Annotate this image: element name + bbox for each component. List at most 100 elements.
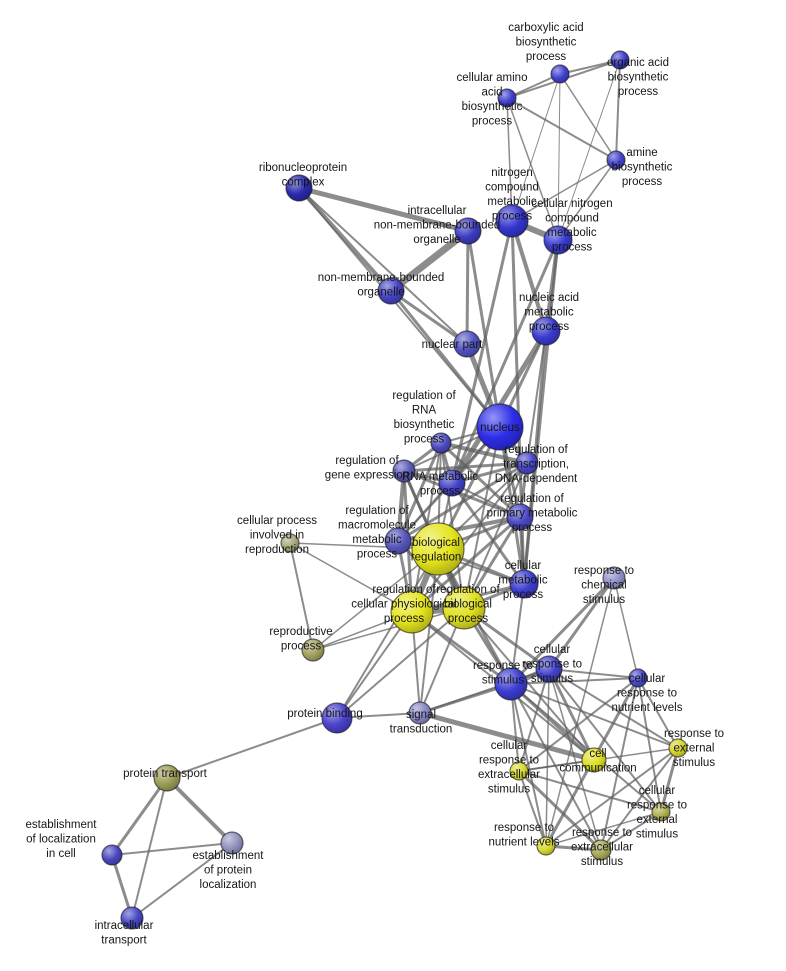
edge-nmb-nucleus	[389, 289, 502, 429]
edge-rext-crext	[659, 746, 680, 814]
node-amine[interactable]	[606, 150, 626, 170]
nodes-layer	[101, 50, 688, 930]
node-rchem[interactable]	[602, 566, 626, 590]
edge-pb-pt	[166, 717, 338, 779]
edge-crnl-cres	[518, 677, 639, 772]
node-cc[interactable]	[581, 747, 607, 773]
edge-crnl-rextra	[600, 677, 639, 851]
node-rcp[interactable]	[390, 590, 434, 634]
node-pb[interactable]	[321, 702, 353, 734]
edge-cres-rnl	[518, 770, 547, 847]
edge-pt-epl	[165, 776, 234, 845]
node-elc[interactable]	[101, 844, 123, 866]
node-epl[interactable]	[220, 831, 244, 855]
node-cpir[interactable]	[280, 533, 300, 553]
node-npart[interactable]	[453, 330, 481, 358]
node-rrb[interactable]	[430, 432, 452, 454]
edge-epl-it	[131, 842, 233, 919]
node-nam[interactable]	[531, 316, 561, 346]
node-rextra[interactable]	[590, 839, 612, 861]
node-carb[interactable]	[550, 64, 570, 84]
node-st[interactable]	[408, 701, 432, 725]
node-cmet[interactable]	[509, 569, 539, 599]
edge-crs-rnl	[545, 668, 550, 847]
edge-rrb-rbp	[440, 442, 465, 609]
edge-nitro-nam	[510, 219, 548, 333]
node-nitro[interactable]	[495, 204, 529, 238]
edge-pt-elc	[110, 776, 169, 857]
edge-nam-rtd	[526, 330, 547, 464]
edge-nmb-npart	[389, 289, 469, 346]
node-rtd[interactable]	[515, 451, 539, 475]
node-rext[interactable]	[668, 738, 688, 758]
edge-orga-cnitro	[557, 59, 621, 241]
node-rnp[interactable]	[285, 174, 313, 202]
node-nucleus[interactable]	[476, 403, 524, 451]
node-nmb[interactable]	[377, 277, 405, 305]
edge-inmb-npart	[465, 229, 470, 346]
node-rna[interactable]	[438, 469, 466, 497]
edge-rtd-rge	[402, 461, 529, 473]
node-it[interactable]	[120, 906, 144, 930]
node-amino[interactable]	[497, 88, 517, 108]
node-orga[interactable]	[610, 50, 630, 70]
node-rbp[interactable]	[442, 586, 486, 630]
edge-carb-nitro	[511, 73, 561, 222]
node-pt[interactable]	[153, 764, 181, 792]
edge-crs-cres	[518, 668, 550, 772]
node-rmm[interactable]	[384, 527, 412, 555]
edge-rtd-rbp	[463, 462, 528, 609]
edge-rcp-pb	[336, 611, 413, 719]
node-bioreg[interactable]	[411, 522, 465, 576]
node-inmb[interactable]	[454, 217, 482, 245]
edge-cres-rextra	[517, 769, 603, 852]
edge-rrb-rtd	[439, 441, 529, 465]
node-cnitro[interactable]	[543, 225, 573, 255]
edge-amino-cnitro	[506, 97, 559, 241]
edge-bioreg-st	[419, 548, 439, 714]
edge-rnp-inmb	[296, 185, 471, 234]
edge-rs-rextra	[510, 683, 602, 851]
edge-cpir-repro	[289, 542, 314, 651]
edge-inmb-nucleus	[466, 229, 502, 429]
edge-amine-nitro	[511, 159, 617, 222]
edge-rchem-crnl	[613, 577, 639, 679]
node-cres[interactable]	[509, 761, 529, 781]
edge-rtd-rmm	[396, 461, 529, 543]
node-rpm[interactable]	[506, 503, 534, 531]
node-label-pb: protein binding	[287, 708, 362, 720]
node-repro[interactable]	[301, 638, 325, 662]
edge-crnl-rext	[637, 677, 679, 749]
node-label-npart: nuclear part	[422, 339, 484, 351]
edge-nucleus-cmet	[498, 425, 526, 586]
edge-rchem-rs	[509, 576, 616, 686]
edge-inmb-nmb	[387, 227, 472, 295]
node-crs[interactable]	[535, 655, 563, 683]
node-rnl[interactable]	[536, 836, 556, 856]
node-rge[interactable]	[392, 459, 416, 483]
edge-rbp-repro	[312, 607, 465, 651]
node-rs[interactable]	[494, 667, 528, 701]
node-crext[interactable]	[651, 802, 671, 822]
node-crnl[interactable]	[628, 668, 648, 688]
